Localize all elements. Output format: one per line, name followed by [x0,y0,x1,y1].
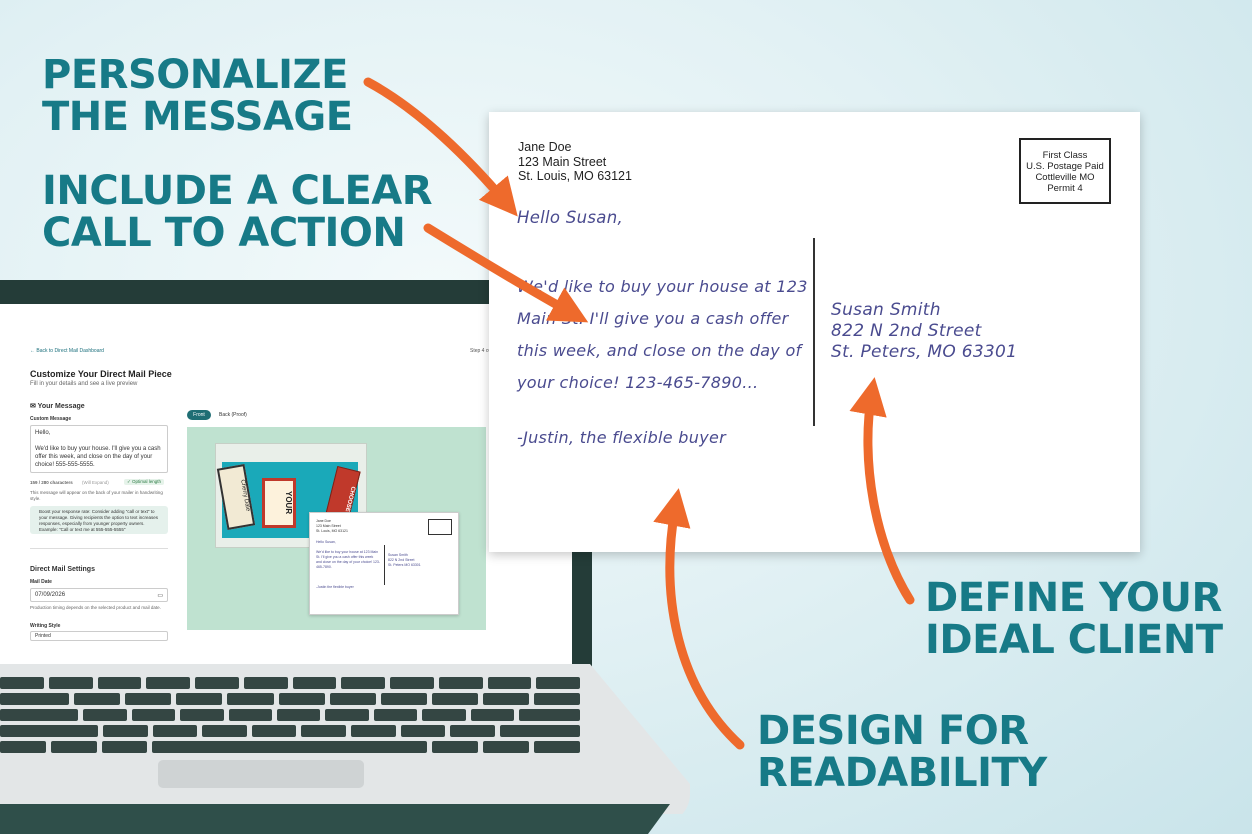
recipient-line: 822 N 2nd Street [831,321,982,341]
return-address-line: St. Louis, MO 63121 [518,169,632,183]
back-to-dashboard-link[interactable]: ← Back to Direct Mail Dashboard [30,348,104,354]
preview-card-back: Jane Doe 123 Main Street St. Louis, MO 6… [309,512,459,615]
message-line: Main St. I'll give you a cash offer [517,309,789,328]
production-note: Production timing depends on the selecte… [30,605,161,610]
postage-line: Cottleville MO [1035,172,1095,183]
signature: -Justin, the flexible buyer [517,428,726,447]
settings-heading: Direct Mail Settings [30,566,95,573]
callout-line: READABILITY [757,750,1047,796]
char-count: 159 / 280 characters [30,480,73,485]
page-title: Customize Your Direct Mail Piece [30,369,172,379]
optimal-length-badge: ✓ Optimal length [124,479,165,485]
custom-message-label: Custom Message [30,416,72,422]
mail-date-label: Mail Date [30,579,52,585]
mini-body: We'd like to buy your house at 123 Main … [316,550,381,569]
postage-line: U.S. Postage Paid [1026,161,1104,172]
recipient-line: Susan Smith [831,300,941,320]
writing-style-label: Writing Style [30,623,61,629]
mini-signature: -Justin the flexible buyer [316,585,354,589]
return-address-line: Jane Doe [518,140,572,154]
message-body: We'd like to buy your house at 123 Main … [517,271,808,399]
mini-recipient-line: Susan Smith [388,553,408,557]
callout-readability: DESIGN FOR READABILITY [757,710,1047,794]
recipient-address: Susan Smith 822 N 2nd Street St. Peters,… [831,300,1017,363]
mini-greeting: Hello Susan, [316,540,336,544]
postage-line: Permit 4 [1047,183,1083,194]
callout-line: DEFINE YOUR [925,575,1222,621]
message-line: this week, and close on the day of [517,341,802,360]
message-line: your choice! 123-465-7890... [517,373,759,392]
callout-line: DESIGN FOR [757,708,1029,754]
callout-personalize: PERSONALIZE THE MESSAGE [42,54,353,138]
laptop-trackpad [158,760,364,788]
callout-line: INCLUDE A CLEAR [42,168,433,214]
mini-return-line: 123 Main Street [316,524,341,528]
callout-line: CALL TO ACTION [42,210,406,256]
mini-stamp [428,519,452,535]
mini-return-line: St. Louis, MO 63121 [316,529,348,533]
postage-line: First Class [1042,150,1088,161]
return-address: Jane Doe 123 Main Street St. Louis, MO 6… [518,140,632,184]
writing-style-select[interactable]: Printed [30,631,168,641]
callout-ideal-client: DEFINE YOUR IDEAL CLIENT [925,577,1223,661]
calendar-icon[interactable]: ▭ [157,593,163,599]
tab-front[interactable]: Front [187,410,211,420]
section-divider [30,548,168,549]
message-line: We'd like to buy your house at 123 [517,277,808,296]
greeting: Hello Susan, [517,208,624,227]
mini-recipient-line: St. Peters MO 63301 [388,563,421,567]
postcard-divider [813,238,815,426]
recipient-line: St. Peters, MO 63301 [831,342,1018,362]
return-address-line: 123 Main Street [518,154,607,169]
mini-return-line: Jane Doe [316,519,331,523]
mini-recipient-line: 822 N 2nd Street [388,558,415,562]
tab-back-proof[interactable]: Back (Proof) [219,412,247,418]
callout-line: PERSONALIZE [42,52,348,98]
laptop-keyboard [0,677,581,757]
char-note: (Will Expand) [82,480,109,485]
response-rate-tip: Boost your response rate: Consider addin… [30,506,168,534]
message-note: This message will appear on the back of … [30,490,163,501]
laptop-base [0,664,690,814]
custom-message-textarea[interactable]: Hello, We'd like to buy your house. I'll… [30,425,168,473]
postage-indicia: First Class U.S. Postage Paid Cottlevill… [1019,138,1111,204]
sign-your: YOUR [262,478,296,528]
callout-line: THE MESSAGE [42,94,353,140]
callout-call-to-action: INCLUDE A CLEAR CALL TO ACTION [42,168,433,256]
mail-date-input[interactable]: 07/09/2026 ▭ [30,588,168,602]
mini-divider [384,545,385,585]
laptop-edge [0,804,670,834]
page-subtitle: Fill in your details and see a live prev… [30,381,138,387]
callout-line: IDEAL CLIENT [925,617,1223,663]
writing-style-value: Printed [35,633,51,639]
step-indicator: Step 4 of [470,348,491,354]
mail-date-value: 07/09/2026 [35,592,66,598]
your-message-heading: ✉ Your Message [30,403,85,410]
